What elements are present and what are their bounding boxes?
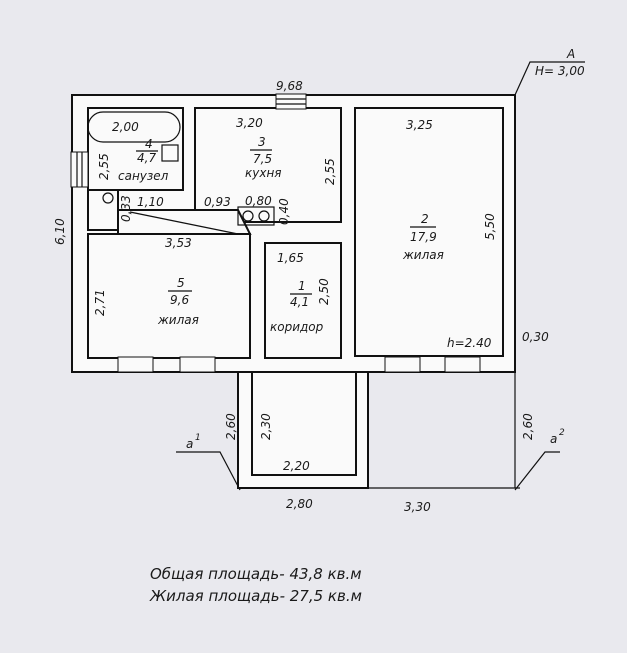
section-a2: a — [550, 432, 557, 446]
section-a2-sup: 2 — [559, 428, 565, 438]
room5-area: 9,6 — [170, 293, 189, 307]
bath-name: санузел — [118, 169, 169, 183]
dim-080: 0,80 — [245, 194, 272, 208]
room5-number: 5 — [177, 276, 185, 290]
porch-depth-right: 2,60 — [521, 413, 535, 440]
room-corridor — [264, 242, 342, 359]
room2-number: 2 — [421, 212, 429, 226]
section-label: A — [566, 47, 575, 61]
total-area: Общая площадь- 43,8 кв.м — [150, 565, 362, 583]
bathtub-icon — [87, 111, 181, 143]
overall-width: 9,68 — [276, 79, 303, 93]
corridor-name: коридор — [270, 320, 324, 334]
windows — [70, 93, 481, 489]
porch-inner-width: 2,20 — [283, 459, 310, 473]
height-label: H= 3,00 — [535, 64, 585, 78]
room2-dim: 3,25 — [406, 118, 433, 132]
bath-dim-b: 2,55 — [97, 153, 111, 180]
room-living-5 — [87, 233, 251, 359]
kitchen-dim: 3,20 — [236, 116, 263, 130]
corridor-dim-b: 2,50 — [317, 278, 331, 305]
bath-dim: 2,00 — [112, 120, 139, 134]
porch-inner-depth: 2,30 — [259, 413, 273, 440]
dim-110: 1,10 — [137, 195, 164, 209]
porch-depth-left: 2,60 — [224, 413, 238, 440]
room-kitchen — [194, 107, 342, 223]
room2-dim-b: 5,50 — [483, 213, 497, 240]
room-living-2 — [354, 107, 504, 357]
toilet-icon — [102, 192, 114, 204]
room5-name: жилая — [157, 313, 199, 327]
kitchen-dim-b: 2,55 — [323, 158, 337, 185]
stove-icon — [237, 206, 275, 226]
ceiling-height: h=2.40 — [447, 336, 492, 350]
room5-dim: 3,53 — [165, 236, 192, 250]
section-a1-sup: 1 — [195, 433, 201, 443]
right-width: 3,30 — [404, 500, 431, 514]
corridor-number: 1 — [298, 279, 306, 293]
corridor-area: 4,1 — [290, 295, 309, 309]
room2-name: жилая — [402, 248, 444, 262]
living-area: Жилая площадь- 27,5 кв.м — [149, 587, 362, 605]
bath-area: 4,7 — [137, 151, 156, 165]
kitchen-area: 7,5 — [253, 152, 272, 166]
kitchen-name: кухня — [245, 166, 282, 180]
sink-icon — [161, 144, 179, 162]
dim-033: 0,33 — [119, 195, 133, 222]
room2-area: 17,9 — [410, 230, 437, 244]
room5-dim-b: 2,71 — [93, 289, 107, 316]
dim-093: 0,93 — [204, 195, 231, 209]
room-bathroom — [87, 107, 184, 191]
corridor-dim: 1,65 — [277, 251, 304, 265]
section-a1: a — [186, 437, 193, 451]
porch — [176, 61, 585, 491]
kitchen-number: 3 — [258, 135, 266, 149]
dim-040: 0,40 — [277, 198, 291, 225]
overall-depth: 6,10 — [53, 218, 67, 245]
dim-030: 0,30 — [522, 330, 549, 344]
bath-number: 4 — [145, 137, 153, 151]
porch-width: 2,80 — [286, 497, 313, 511]
